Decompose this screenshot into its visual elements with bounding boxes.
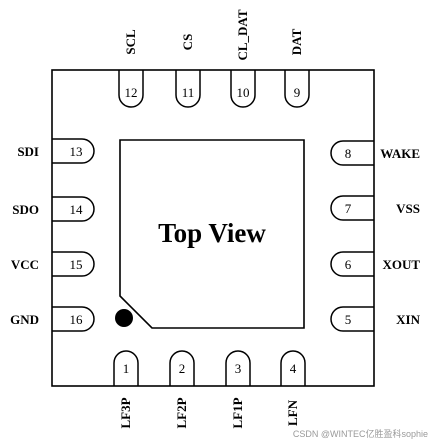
- pin-pad: [230, 70, 256, 108]
- pin-number: 7: [345, 201, 352, 216]
- pin-pad: [52, 138, 95, 164]
- pin-pad: [330, 140, 374, 166]
- pin-name: XOUT: [382, 257, 420, 272]
- pin-pad: [52, 251, 95, 277]
- pin-number: 13: [70, 144, 83, 159]
- pin1-marker-dot: [115, 309, 133, 327]
- pin-11-cs: 11 CS: [175, 34, 201, 108]
- pin-pad: [113, 350, 139, 386]
- pin-6-xout: 6 XOUT: [330, 251, 420, 277]
- pin-number: 2: [179, 361, 186, 376]
- pin-name: CS: [180, 34, 195, 51]
- pin-number: 4: [290, 361, 297, 376]
- pin-name: VSS: [396, 201, 420, 216]
- pin-pad: [330, 251, 374, 277]
- pin-pad: [225, 350, 251, 386]
- pin-pad: [280, 350, 306, 386]
- pin-9-dat: 9 DAT: [284, 28, 310, 108]
- exposed-pad: [119, 139, 305, 329]
- pin-name: GND: [10, 312, 39, 327]
- pin-name: LF1P: [230, 397, 245, 428]
- pin-name: VCC: [11, 257, 39, 272]
- pin-name: XIN: [396, 312, 420, 327]
- pin-name: LF2P: [174, 397, 189, 428]
- pin-name: WAKE: [380, 146, 420, 161]
- pin-15-vcc: 15 VCC: [11, 251, 95, 277]
- pin-name: SCL: [123, 29, 138, 55]
- pin-name: SDI: [17, 144, 39, 159]
- pin-name: LF3P: [118, 397, 133, 428]
- pin-name: LFN: [285, 399, 300, 426]
- pin-number: 15: [70, 257, 83, 272]
- pin-pad: [175, 70, 201, 108]
- pin-16-gnd: 16 GND: [10, 306, 95, 332]
- pin-name: CL_DAT: [235, 9, 250, 60]
- watermark: CSDN @WINTEC亿胜盈科sophie: [293, 428, 428, 439]
- pin-number: 10: [237, 85, 250, 100]
- pin-14-sdo: 14 SDO: [12, 196, 95, 222]
- pin-number: 11: [182, 85, 195, 100]
- pin-pad: [52, 196, 95, 222]
- pin-pad: [330, 306, 374, 332]
- pin-number: 6: [345, 257, 352, 272]
- pin-12-scl: 12 SCL: [118, 29, 144, 108]
- pin-number: 8: [345, 146, 352, 161]
- pin-pad: [118, 70, 144, 108]
- pin-number: 5: [345, 312, 352, 327]
- pin-number: 12: [125, 85, 138, 100]
- pin-name: SDO: [12, 202, 39, 217]
- pin-number: 14: [70, 202, 84, 217]
- pin-5-xin: 5 XIN: [330, 306, 421, 332]
- pin-number: 3: [235, 361, 242, 376]
- pin-pad: [330, 195, 374, 221]
- pin-8-wake: 8 WAKE: [330, 140, 420, 166]
- view-title: Top View: [158, 218, 266, 248]
- pins-group: 12SCL11CS10CL_DAT9DAT1LF3P2LF2P3LF1P4LFN…: [10, 9, 420, 428]
- package-outline: [51, 69, 375, 387]
- pin-pad: [284, 70, 310, 108]
- pin-number: 1: [123, 361, 130, 376]
- pin-13-sdi: 13 SDI: [17, 138, 95, 164]
- pin-7-vss: 7 VSS: [330, 195, 420, 221]
- pin-name: DAT: [289, 28, 304, 55]
- pin-10-cl-dat: 10 CL_DAT: [230, 9, 256, 108]
- pin-number: 16: [70, 312, 84, 327]
- pin-pad: [52, 306, 95, 332]
- pin-pad: [169, 350, 195, 386]
- pin-number: 9: [294, 85, 301, 100]
